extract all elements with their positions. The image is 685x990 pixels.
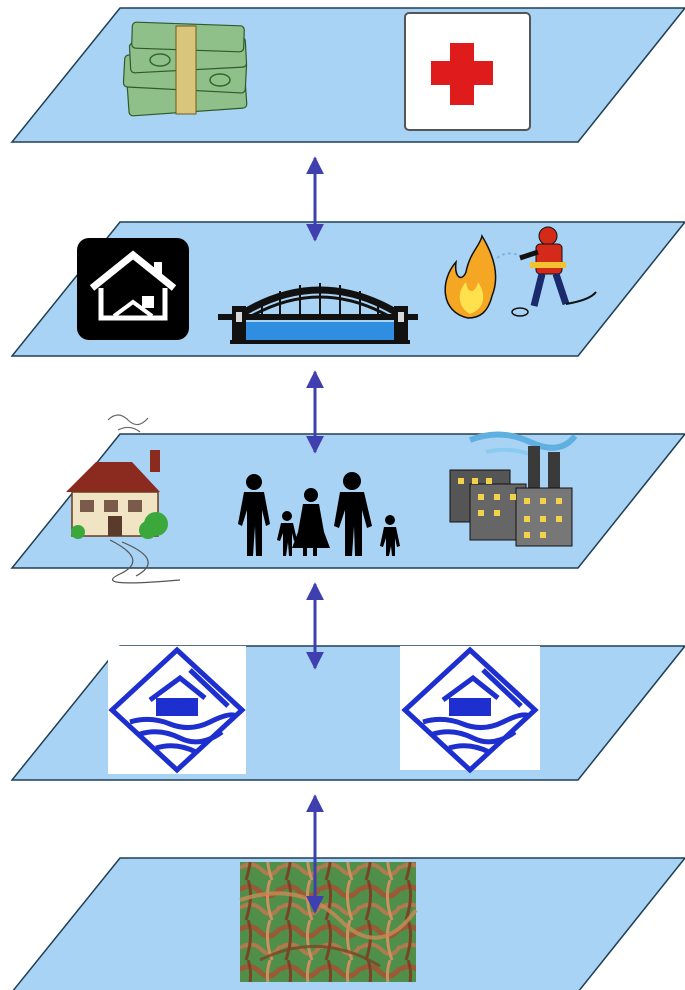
layer-resources bbox=[10, 7, 685, 143]
red-cross-icon bbox=[404, 12, 531, 131]
factory-icon bbox=[449, 431, 578, 547]
family-icon bbox=[238, 472, 400, 556]
firefighter-icon bbox=[444, 226, 597, 319]
flood-warning-icon bbox=[108, 646, 246, 774]
layer-terrain bbox=[12, 857, 685, 990]
layer-infrastructure bbox=[10, 221, 685, 357]
layer-hazard bbox=[10, 645, 685, 781]
layer-plane bbox=[10, 7, 685, 143]
house-icon bbox=[66, 414, 181, 584]
money-stack-icon bbox=[122, 21, 248, 117]
bridge-icon bbox=[218, 283, 418, 344]
layer-society bbox=[10, 414, 685, 584]
flood-warning-icon bbox=[400, 646, 540, 774]
terrain-map-icon bbox=[239, 862, 418, 982]
housing-icon bbox=[77, 238, 189, 340]
